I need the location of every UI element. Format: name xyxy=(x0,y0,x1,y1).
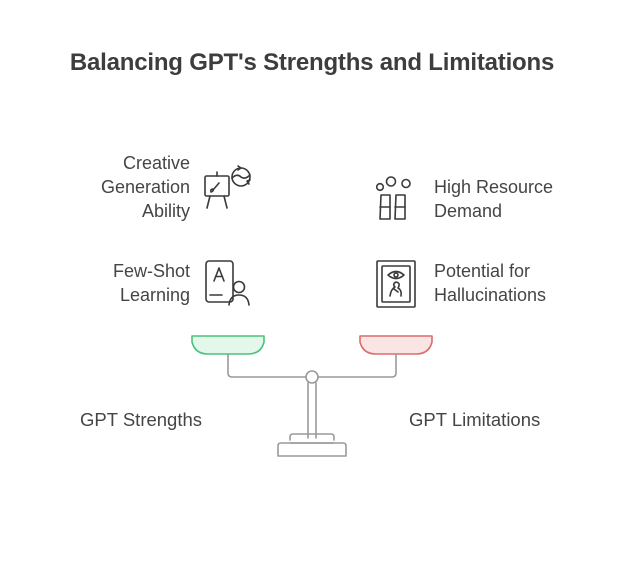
framed-eye-icon xyxy=(374,258,418,310)
limitation-label-line: Potential for xyxy=(434,261,531,281)
chimneys-smoke-icon xyxy=(370,174,414,226)
left-pan xyxy=(191,335,265,355)
strength-label-line: Learning xyxy=(119,285,190,305)
strength-label-line: Few-Shot xyxy=(112,261,190,281)
limitation-item-high-resource: High Resource Demand xyxy=(434,175,553,223)
strength-label-line: Ability xyxy=(141,201,190,221)
balance-scale xyxy=(186,330,438,462)
right-pan xyxy=(359,335,433,355)
strength-item-few-shot: Few-Shot Learning xyxy=(113,259,190,307)
strength-item-creative-generation: Creative Generation Ability xyxy=(101,151,190,223)
limitation-item-hallucinations: Potential for Hallucinations xyxy=(434,259,546,307)
limitation-label-line: Demand xyxy=(434,201,503,221)
limitation-label-line: High Resource xyxy=(434,177,554,197)
learner-icon xyxy=(200,258,254,308)
strength-label-line: Generation xyxy=(100,177,190,197)
easel-paint-icon xyxy=(200,162,256,214)
limitations-label: GPT Limitations xyxy=(409,409,541,430)
strength-label-line: Creative xyxy=(122,153,190,173)
page-title: Balancing GPT's Strengths and Limitation… xyxy=(69,49,555,76)
limitation-label-line: Hallucinations xyxy=(434,285,547,305)
strengths-label: GPT Strengths xyxy=(80,409,203,430)
